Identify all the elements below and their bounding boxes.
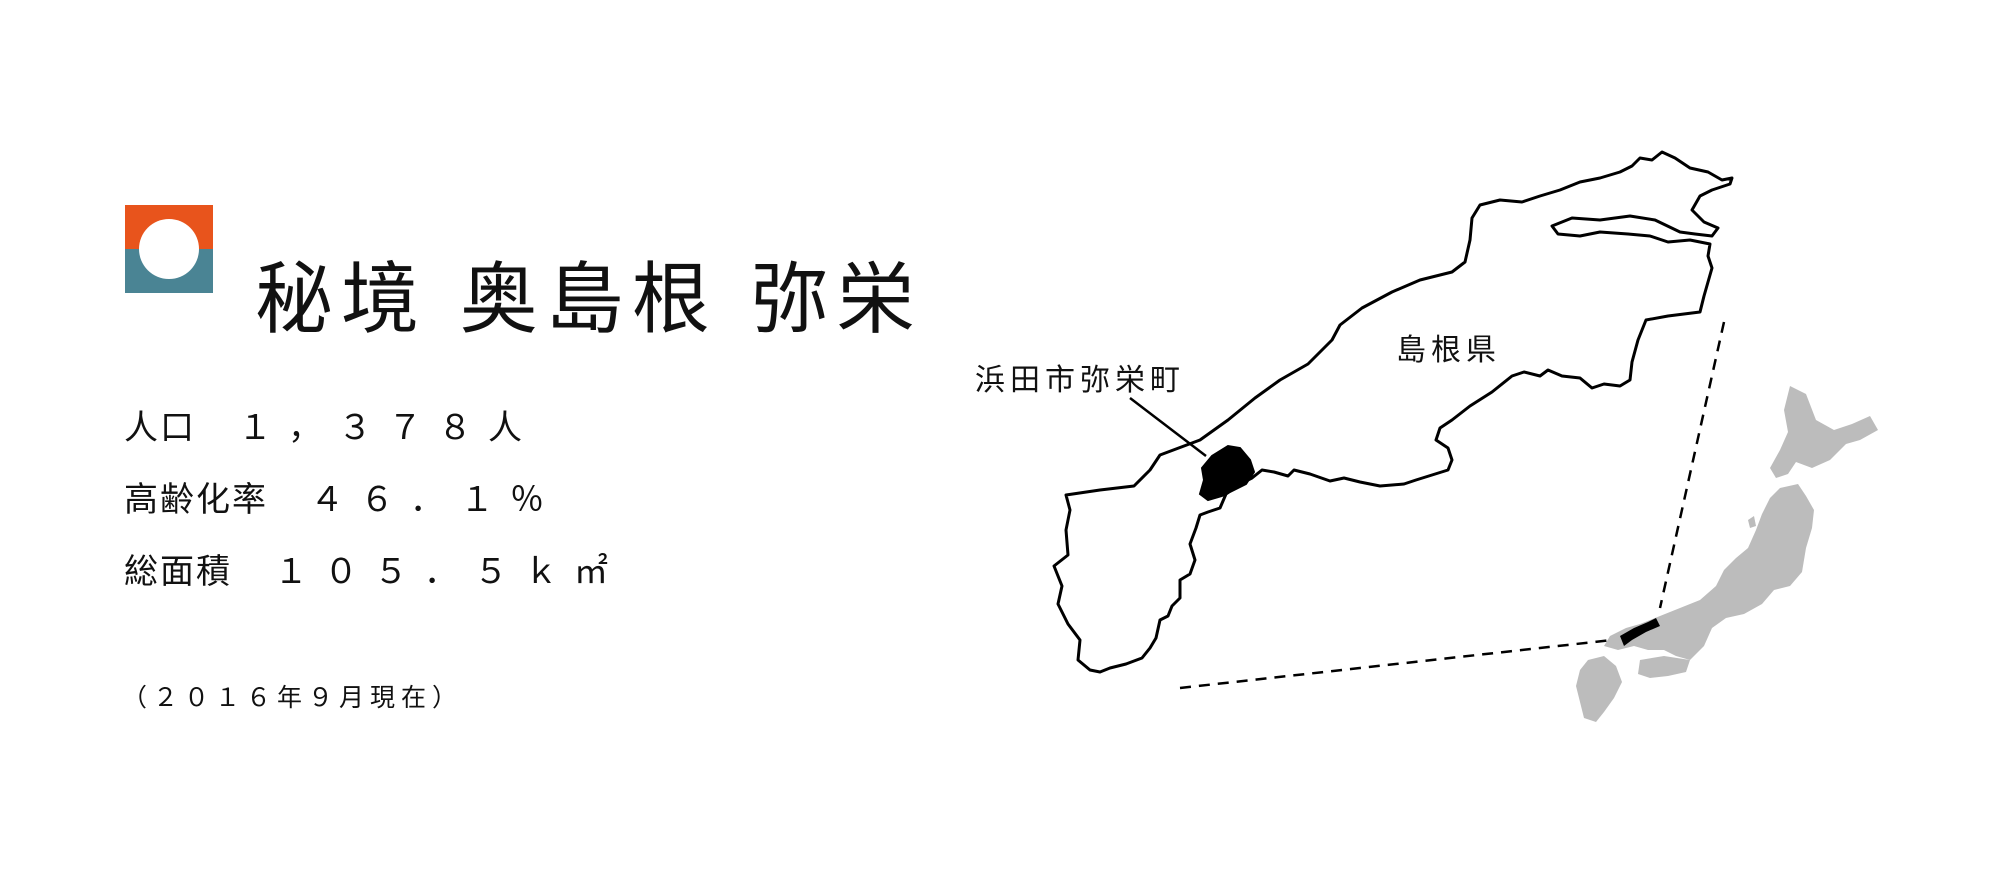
stat-aging-rate-label: 高齢化率 (124, 480, 268, 520)
shimane-highlight-on-japan (1620, 618, 1660, 646)
kyushu-shape (1576, 656, 1622, 722)
logo-circle (139, 219, 199, 279)
connector-line-upper (1658, 321, 1726, 609)
stats-list: 人口 １，３７８人 高齢化率 ４６．１％ 総面積 １０５．５ｋ㎡ (124, 392, 624, 608)
logo-mark (125, 205, 213, 293)
stat-population-value: １，３７８人 (238, 408, 538, 448)
stat-aging-rate-value: ４６．１％ (310, 480, 560, 520)
stat-population-label: 人口 (124, 408, 196, 448)
stat-area: 総面積 １０５．５ｋ㎡ (124, 536, 624, 608)
page-title: 秘境 奥島根 弥栄 (255, 255, 923, 346)
japan-overview-map (1576, 386, 1878, 722)
date-note: （２０１６年９月現在） (122, 683, 464, 712)
stat-area-label: 総面積 (124, 552, 232, 592)
stat-population: 人口 １，３７８人 (124, 392, 624, 464)
sado-shape (1748, 516, 1756, 528)
stat-area-value: １０５．５ｋ㎡ (274, 552, 624, 592)
yasaka-town-area (1198, 444, 1256, 502)
town-leader-line (1129, 397, 1207, 457)
connector-line-lower (1179, 638, 1613, 690)
town-label: 浜田市弥栄町 (975, 363, 1185, 398)
honshu-shape (1604, 484, 1814, 660)
prefecture-label: 島根県 (1396, 333, 1501, 368)
shimane-prefecture-outline (1052, 150, 1734, 674)
hokkaido-shape (1770, 386, 1878, 478)
stat-aging-rate: 高齢化率 ４６．１％ (124, 464, 624, 536)
shikoku-shape (1638, 656, 1690, 678)
